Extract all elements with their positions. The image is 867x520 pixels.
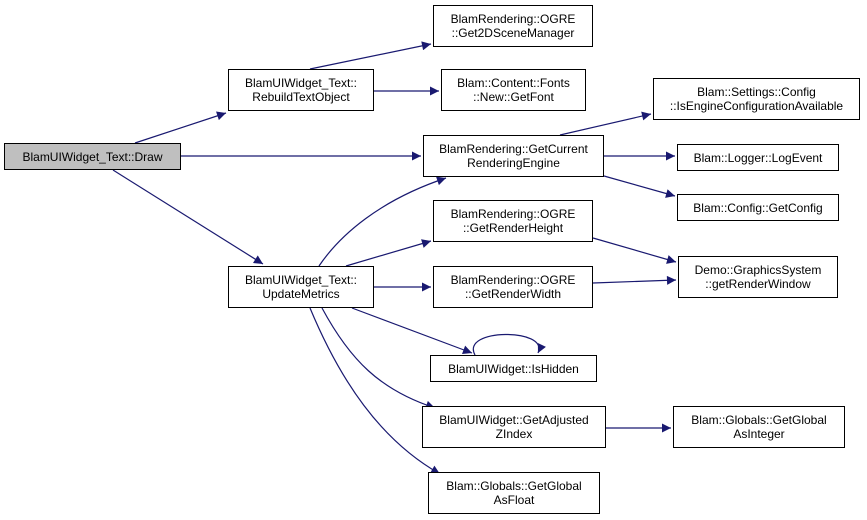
edge-update-to-zindex: [321, 307, 436, 410]
node-update-metrics[interactable]: BlamUIWidget_Text:: UpdateMetrics: [228, 266, 374, 308]
edge-getcurrent-to-isengine: [559, 111, 652, 136]
node-label-line: BlamUIWidget_Text::: [244, 76, 358, 90]
node-logger-log-event[interactable]: Blam::Logger::LogEvent: [677, 144, 839, 171]
node-label-line: ZIndex: [495, 427, 533, 441]
node-label-line: BlamRendering::OGRE: [450, 12, 576, 26]
node-label-line: ::Get2DSceneManager: [451, 26, 575, 40]
node-label-line: AsFloat: [493, 493, 535, 507]
node-get-render-height[interactable]: BlamRendering::OGRE ::GetRenderHeight: [433, 200, 593, 242]
edge-getcurrent-to-getconfig: [603, 175, 676, 198]
node-is-hidden[interactable]: BlamUIWidget::IsHidden: [430, 355, 597, 382]
edge-update-to-asfloat: [309, 307, 441, 475]
node-label-line: ::GetRenderWidth: [464, 287, 562, 301]
node-label-line: AsInteger: [733, 427, 785, 441]
node-label-line: BlamUIWidget::GetAdjusted: [439, 413, 589, 427]
node-label-line: ::New::GetFont: [473, 90, 554, 104]
node-get-adjusted-zindex[interactable]: BlamUIWidget::GetAdjusted ZIndex: [422, 406, 606, 448]
node-label-line: Blam::Logger::LogEvent: [693, 150, 823, 165]
node-is-engine-configuration-available[interactable]: Blam::Settings::Config ::IsEngineConfigu…: [653, 78, 860, 120]
node-label-line: BlamUIWidget_Text::Draw: [22, 149, 163, 164]
edge-ishidden-to-ishidden: [472, 333, 546, 356]
edge-update-to-renderheight: [345, 239, 432, 267]
edge-root-to-rebuild: [134, 111, 227, 144]
node-label-line: BlamRendering::OGRE: [450, 207, 576, 221]
node-label-line: BlamUIWidget::IsHidden: [448, 361, 579, 376]
node-label-line: ::getRenderWindow: [705, 277, 811, 291]
node-label-line: RenderingEngine: [467, 156, 560, 170]
node-label-line: Blam::Content::Fonts: [457, 76, 570, 90]
node-label-line: BlamUIWidget_Text::: [244, 273, 358, 287]
node-label-line: Blam::Globals::GetGlobal: [446, 479, 582, 493]
node-get-global-as-float[interactable]: Blam::Globals::GetGlobal AsFloat: [428, 472, 600, 514]
edge-update-to-getcurrent: [318, 176, 447, 267]
node-label-line: Demo::GraphicsSystem: [694, 263, 822, 277]
node-config-get-config[interactable]: Blam::Config::GetConfig: [677, 194, 839, 221]
node-label-line: RebuildTextObject: [252, 90, 350, 104]
node-get-render-width[interactable]: BlamRendering::OGRE ::GetRenderWidth: [433, 266, 593, 308]
edge-renderwidth-to-renderwindow: [592, 275, 677, 285]
node-rebuild-text-object[interactable]: BlamUIWidget_Text:: RebuildTextObject: [228, 69, 374, 111]
node-label-line: ::GetRenderHeight: [462, 221, 564, 235]
node-get-render-window[interactable]: Demo::GraphicsSystem ::getRenderWindow: [678, 256, 838, 298]
edge-rebuild-to-get2d: [309, 41, 432, 70]
node-get-2d-scene-manager[interactable]: BlamRendering::OGRE ::Get2DSceneManager: [433, 5, 593, 47]
node-fonts-new-get-font[interactable]: Blam::Content::Fonts ::New::GetFont: [441, 69, 586, 111]
node-label-line: UpdateMetrics: [262, 287, 340, 301]
node-label-line: ::IsEngineConfigurationAvailable: [669, 99, 844, 113]
edge-update-to-ishidden: [351, 307, 473, 355]
edge-root-to-update: [112, 169, 264, 265]
edge-renderheight-to-renderwindow: [592, 237, 677, 264]
node-label-line: BlamRendering::GetCurrent: [439, 142, 588, 156]
node-label-line: Blam::Config::GetConfig: [693, 200, 823, 215]
node-label-line: Blam::Settings::Config: [697, 85, 816, 99]
node-get-global-as-integer[interactable]: Blam::Globals::GetGlobal AsInteger: [673, 406, 845, 448]
node-get-current-rendering-engine[interactable]: BlamRendering::GetCurrent RenderingEngin…: [423, 135, 604, 177]
node-label-line: Blam::Globals::GetGlobal: [691, 413, 827, 427]
node-label-line: BlamRendering::OGRE: [450, 273, 576, 287]
node-blamuiwidget-text-draw: BlamUIWidget_Text::Draw: [4, 143, 181, 170]
